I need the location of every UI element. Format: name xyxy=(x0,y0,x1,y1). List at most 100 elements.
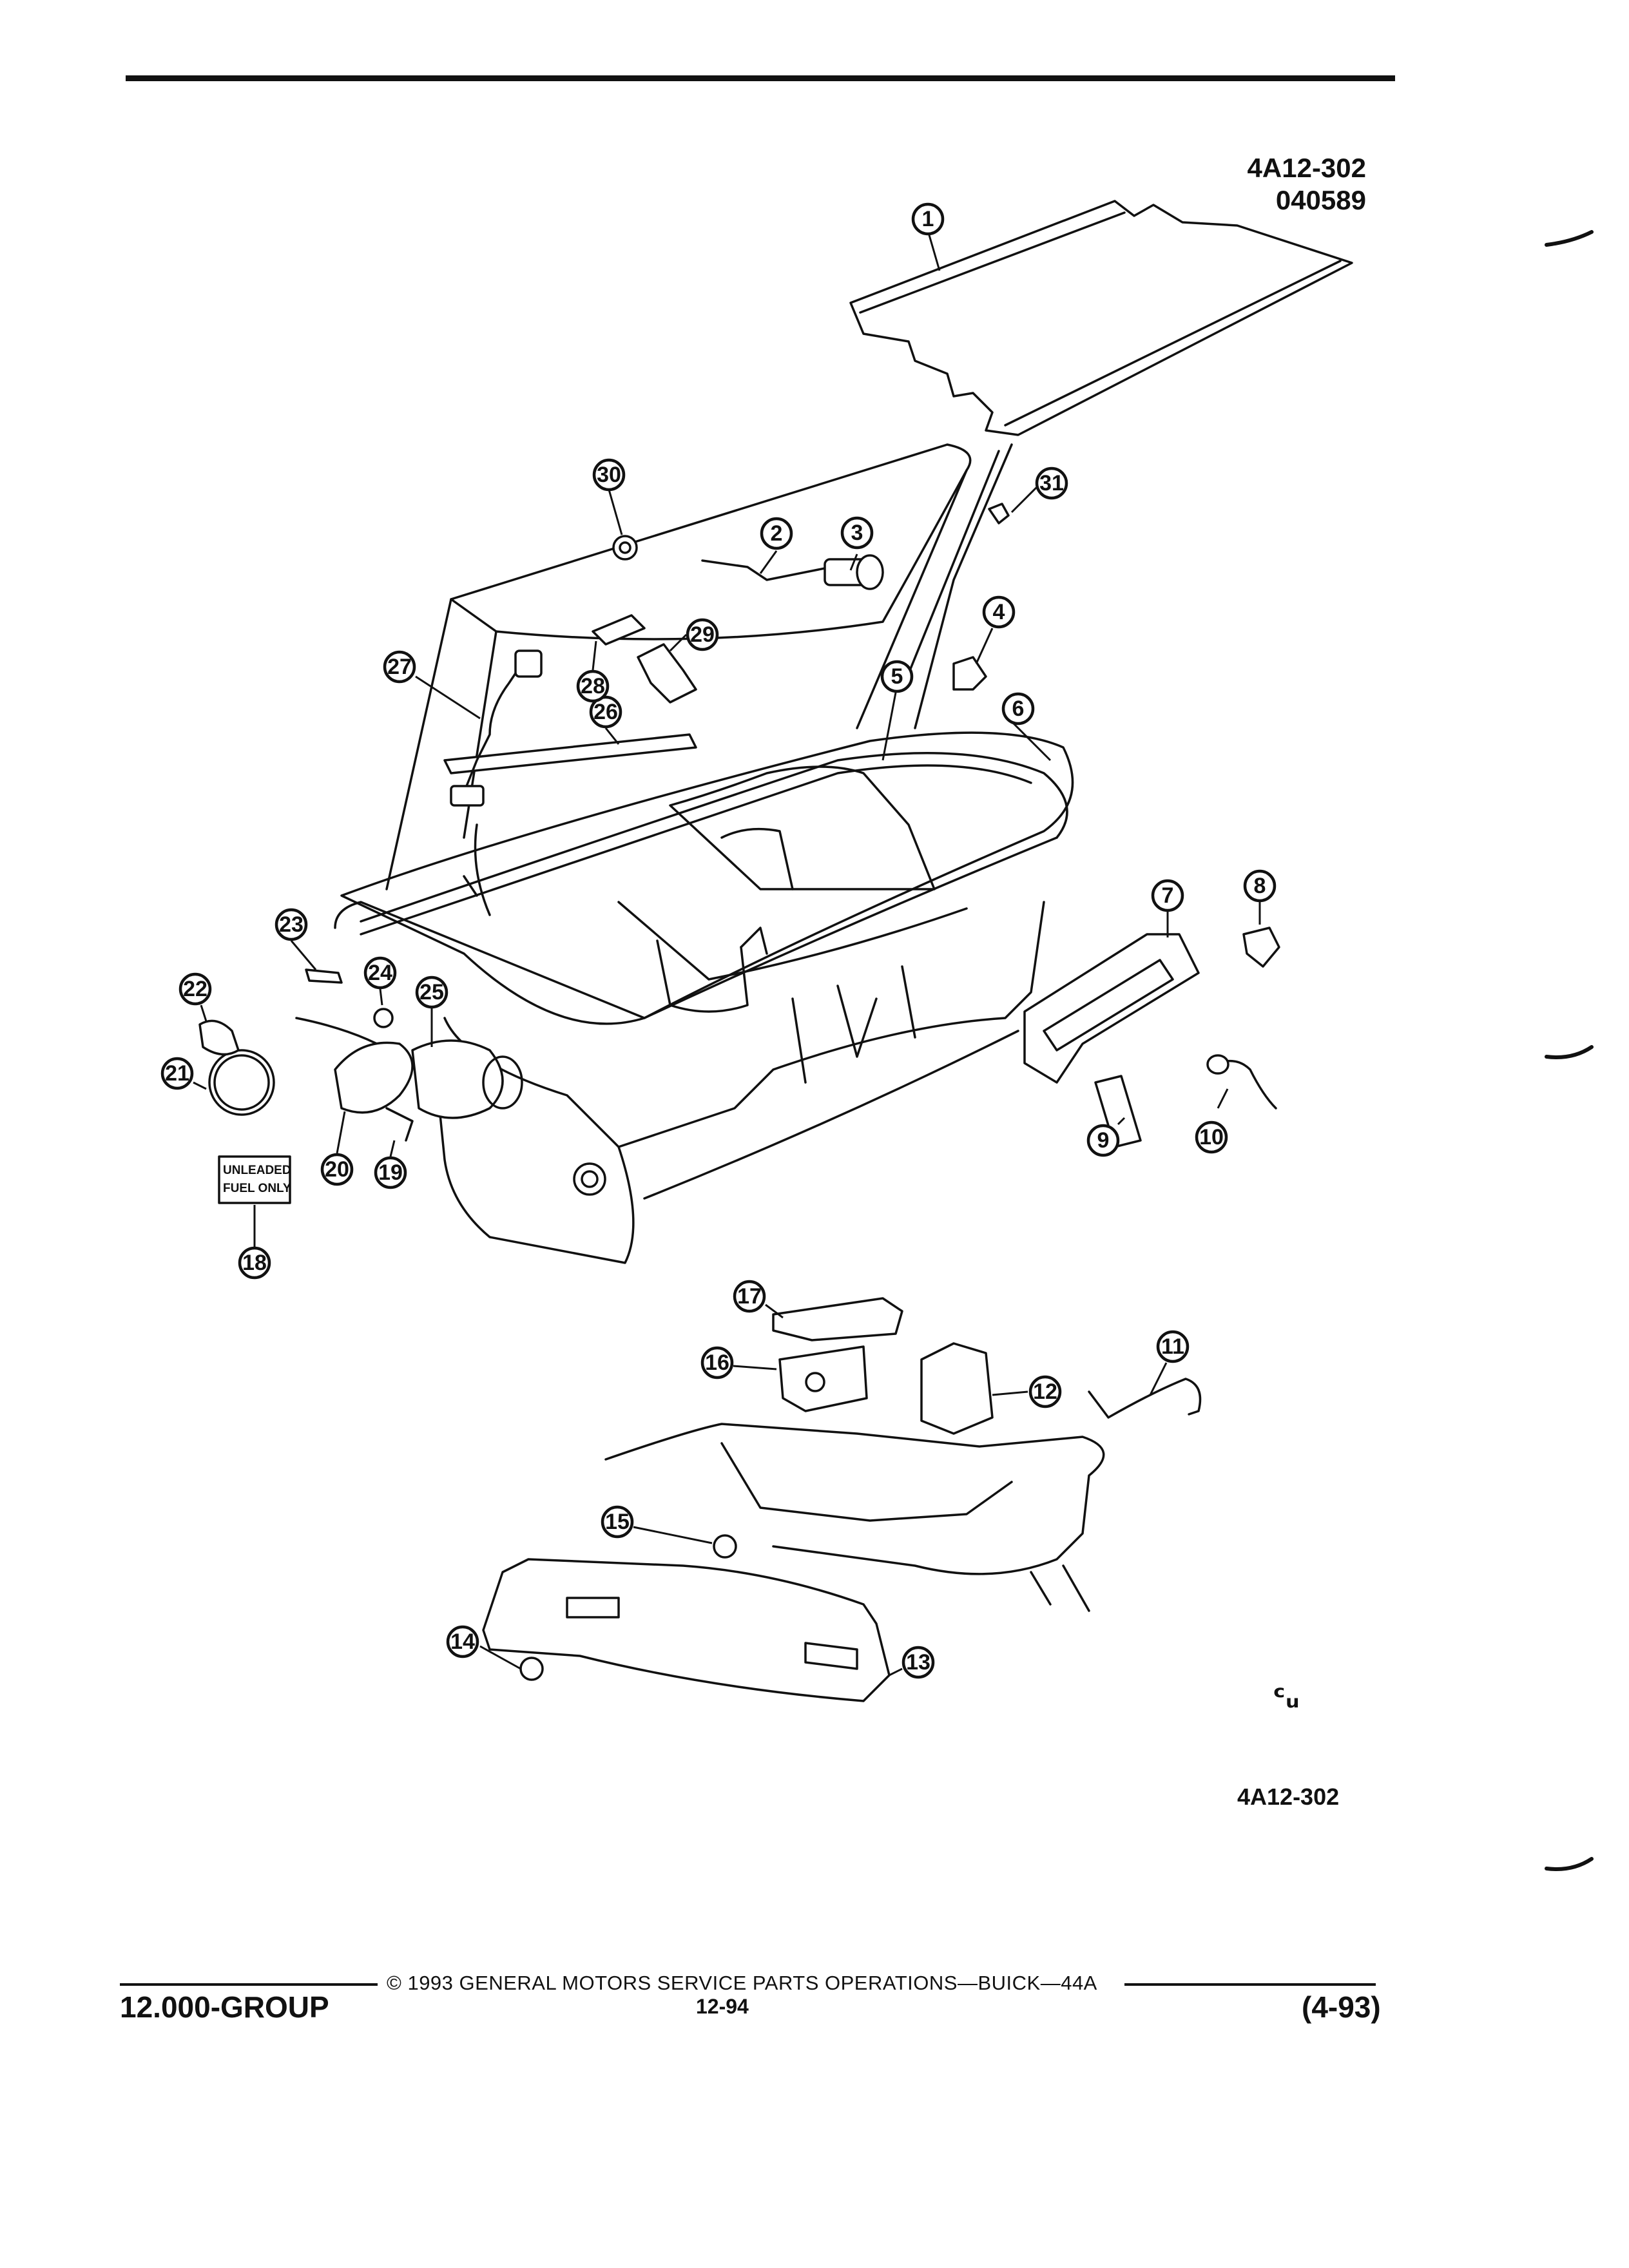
footer-group: 12.000-GROUP xyxy=(120,1990,329,2024)
svg-text:30: 30 xyxy=(597,463,621,487)
part-fastener-15 xyxy=(713,1534,737,1559)
svg-text:17: 17 xyxy=(737,1284,762,1309)
figure-code-header: 4A12-302 xyxy=(1247,153,1366,183)
part-fuel-pocket-25 xyxy=(411,1039,504,1119)
callout-29: 29 xyxy=(686,618,719,651)
part-trunk-seal xyxy=(360,752,1068,923)
callout-1: 1 xyxy=(911,202,945,236)
callout-20: 20 xyxy=(320,1153,354,1186)
callout-27: 27 xyxy=(383,650,416,684)
part-cap-22 xyxy=(198,1019,240,1056)
callout-5: 5 xyxy=(880,660,914,693)
copyright-notice: © 1993 GENERAL MOTORS SERVICE PARTS OPER… xyxy=(387,1972,1097,1994)
part-trunk-mat xyxy=(849,200,1353,436)
callout-12: 12 xyxy=(1028,1375,1062,1408)
part-wiring-harness xyxy=(463,662,523,794)
svg-text:18: 18 xyxy=(242,1251,267,1275)
svg-text:10: 10 xyxy=(1199,1125,1224,1149)
footer-rule-right xyxy=(1124,1983,1376,1986)
callout-17: 17 xyxy=(733,1280,766,1313)
part-clip-31 xyxy=(988,503,1010,524)
fuel-label-line1: UNLEADED xyxy=(223,1164,291,1177)
svg-text:24: 24 xyxy=(368,961,392,985)
part-fuel-door-20 xyxy=(334,1041,414,1114)
callout-15: 15 xyxy=(601,1505,634,1539)
part-hinge-19 xyxy=(385,1107,414,1142)
svg-text:5: 5 xyxy=(891,664,903,689)
part-striker-cover xyxy=(920,1342,994,1435)
svg-text:8: 8 xyxy=(1254,874,1266,898)
svg-text:22: 22 xyxy=(183,977,207,1001)
page-margin-mark xyxy=(1545,230,1594,1871)
svg-text:9: 9 xyxy=(1097,1128,1110,1153)
callout-13: 13 xyxy=(901,1646,935,1679)
callout-28: 28 xyxy=(576,669,610,703)
svg-text:31: 31 xyxy=(1039,471,1064,495)
svg-text:29: 29 xyxy=(690,622,715,647)
callout-10: 10 xyxy=(1195,1120,1228,1154)
part-hinge-29 xyxy=(637,643,697,704)
part-release-rod xyxy=(1088,1378,1202,1419)
callout-26: 26 xyxy=(589,695,622,729)
part-lock-rod xyxy=(701,559,833,581)
svg-text:23: 23 xyxy=(279,912,304,937)
callout-23: 23 xyxy=(275,908,308,941)
part-lamp-housing xyxy=(1023,933,1200,1084)
figure-code-bottom: 4A12-302 xyxy=(1237,1783,1340,1810)
callout-16: 16 xyxy=(700,1346,734,1379)
svg-text:11: 11 xyxy=(1161,1334,1184,1359)
svg-text:12: 12 xyxy=(1033,1379,1057,1404)
footer-rule-left xyxy=(120,1983,378,1986)
footer-page-number: 12-94 xyxy=(696,1995,749,2018)
svg-text:1: 1 xyxy=(922,207,934,231)
part-bumper xyxy=(952,656,987,691)
part-weatherstrip-26 xyxy=(443,733,697,774)
callout-11: 11 xyxy=(1156,1330,1190,1363)
callout-30: 30 xyxy=(592,458,626,492)
top-rule xyxy=(126,75,1395,81)
part-bracket-28 xyxy=(592,614,646,646)
svg-text:25: 25 xyxy=(419,980,444,1004)
svg-text:27: 27 xyxy=(387,655,412,679)
callout-9: 9 xyxy=(1086,1124,1120,1157)
svg-text:7: 7 xyxy=(1162,883,1174,908)
svg-text:16: 16 xyxy=(705,1350,729,1375)
svg-text:3: 3 xyxy=(851,521,863,545)
part-fuel-label-18 xyxy=(218,1155,291,1204)
svg-text:20: 20 xyxy=(325,1157,349,1182)
svg-text:4: 4 xyxy=(993,600,1005,624)
callout-18: 18 xyxy=(238,1246,271,1280)
callout-25: 25 xyxy=(415,975,448,1009)
svg-text:19: 19 xyxy=(378,1160,403,1185)
fuel-label-line2: FUEL ONLY xyxy=(223,1182,291,1195)
figure-date-code: 040589 xyxy=(1275,185,1366,215)
part-trim-panel xyxy=(482,1558,891,1702)
svg-text:21: 21 xyxy=(165,1061,189,1086)
part-trunk-body xyxy=(340,731,1074,1025)
callout-19: 19 xyxy=(374,1156,407,1189)
svg-text:15: 15 xyxy=(605,1510,630,1534)
part-grommet-30 xyxy=(612,535,638,561)
callout-31: 31 xyxy=(1035,466,1068,500)
artist-mark: ᶜᵤ xyxy=(1273,1679,1300,1715)
callout-22: 22 xyxy=(178,972,212,1006)
callout-7: 7 xyxy=(1151,879,1184,912)
part-fastener-14 xyxy=(519,1657,544,1681)
callout-4: 4 xyxy=(982,595,1016,629)
callout-8: 8 xyxy=(1243,869,1277,903)
svg-text:6: 6 xyxy=(1012,697,1025,721)
callout-14: 14 xyxy=(446,1625,479,1658)
callout-24: 24 xyxy=(363,956,397,990)
footer-date: (4-93) xyxy=(1302,1990,1381,2024)
leader-lines xyxy=(193,230,1261,1677)
callout-6: 6 xyxy=(1001,692,1035,726)
part-socket-10 xyxy=(1217,1059,1277,1110)
svg-text:28: 28 xyxy=(581,674,605,698)
svg-text:26: 26 xyxy=(593,700,618,724)
part-latch-actuator xyxy=(772,1297,903,1341)
part-clip-23 xyxy=(305,968,343,984)
part-retainer-8 xyxy=(1242,927,1280,968)
part-bumper-24 xyxy=(373,1008,394,1028)
svg-text:14: 14 xyxy=(450,1629,475,1654)
